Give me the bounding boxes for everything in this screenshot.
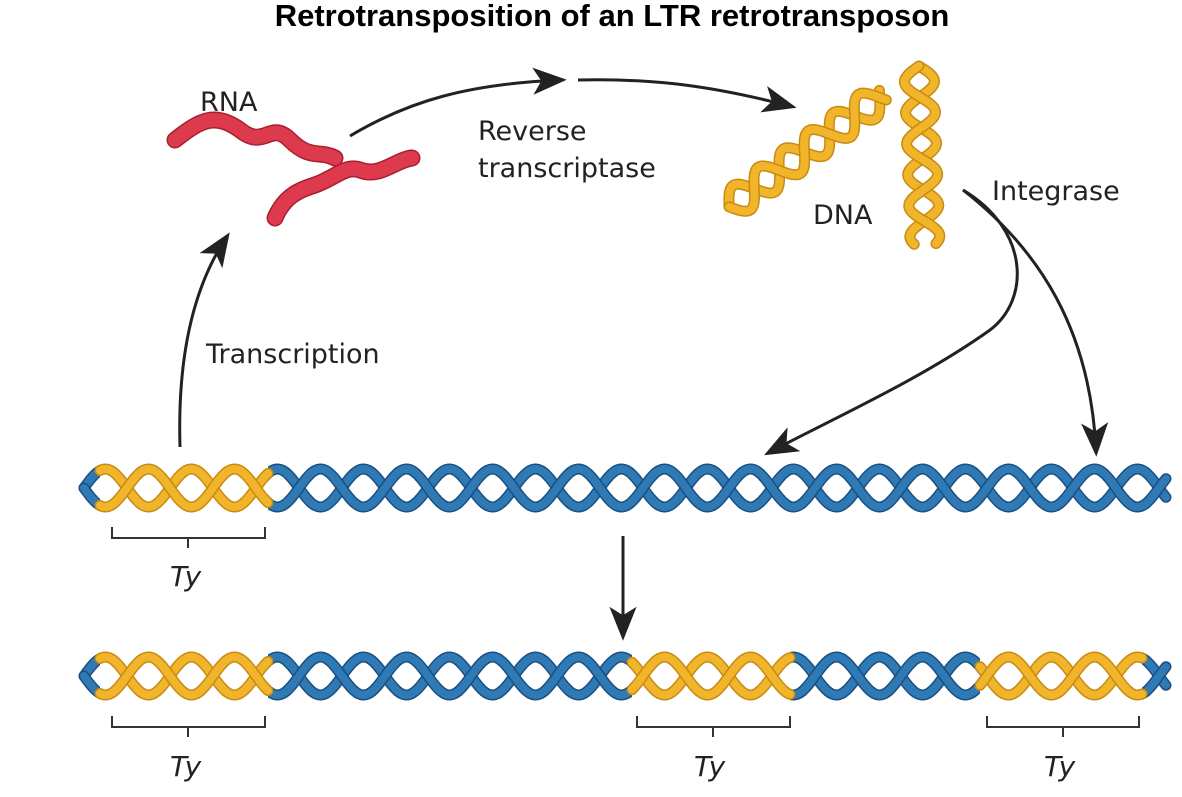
free-dna-helix-vertical <box>898 60 946 250</box>
ty-element-dna <box>626 651 796 701</box>
transcription-label: Transcription <box>205 339 380 370</box>
ty-element-dna <box>94 463 274 513</box>
ty-label: Ty <box>694 750 726 783</box>
reverse-transcriptase-label-line2: transcriptase <box>478 153 656 184</box>
dna-label: DNA <box>813 200 873 231</box>
ty-element-dna <box>974 651 1148 701</box>
reverse-transcriptase-label-line1: Reverse <box>478 116 587 147</box>
arrow-transcription <box>178 232 230 448</box>
host-chromosome-before <box>78 463 1172 513</box>
free-dna-helix-diagonal <box>723 84 892 217</box>
ty-label: Ty <box>170 750 202 783</box>
ty-bracket-bottom-2: Ty <box>636 716 791 783</box>
host-chromosome-after <box>78 651 1172 701</box>
ty-label: Ty <box>1044 750 1076 783</box>
ty-bracket-bottom-1: Ty <box>111 716 266 783</box>
ty-label: Ty <box>170 560 202 593</box>
ty-element-dna <box>94 651 274 701</box>
integrase-label: Integrase <box>992 176 1120 207</box>
rna-label: RNA <box>200 87 258 118</box>
arrow-integrase-to-host-left <box>763 188 1019 456</box>
arrow-rna-to-reverse-transcriptase <box>349 67 567 138</box>
ty-bracket-bottom-3: Ty <box>986 716 1140 783</box>
arrow-integrase-to-host-right <box>962 188 1109 457</box>
ty-bracket-top-1: Ty <box>111 527 266 593</box>
rna-strand <box>166 111 421 227</box>
diagram-title: Retrotransposition of an LTR retrotransp… <box>275 0 950 33</box>
arrow-reverse-transcriptase-to-dna <box>577 78 797 113</box>
